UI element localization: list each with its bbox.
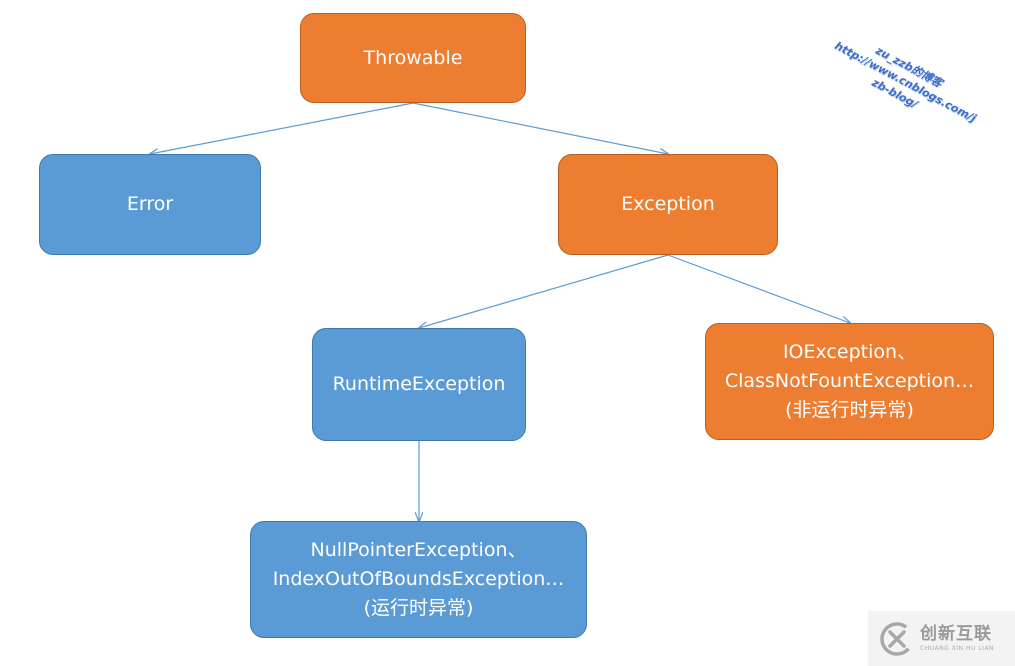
node-runtime-examples-line-3: (运行时异常) (363, 597, 474, 619)
edge-exception-runtime (419, 254, 669, 328)
node-exception-label: Exception (621, 193, 715, 215)
node-runtime-examples: NullPointerException、 IndexOutOfBoundsEx… (250, 521, 587, 638)
logo-mark-icon (880, 621, 914, 656)
edge-throwable-exception (412, 102, 668, 154)
site-logo: 创新互联 CHUANG XIN HU LIAN (868, 611, 1015, 666)
node-throwable-label: Throwable (363, 46, 463, 69)
node-checked-line-1: IOException、 (782, 341, 917, 363)
node-checked-line-3: (非运行时异常) (785, 399, 914, 421)
node-runtime-exception: RuntimeException (312, 328, 526, 441)
edge-exception-checked (667, 254, 850, 323)
node-error: Error (39, 154, 261, 255)
logo-name: 创新互联 (920, 624, 992, 644)
node-exception: Exception (558, 154, 778, 255)
node-runtime-exception-label: RuntimeException (332, 373, 506, 395)
logo-text: 创新互联 CHUANG XIN HU LIAN (920, 624, 994, 653)
node-throwable: Throwable (300, 13, 526, 103)
node-checked-exceptions: IOException、 ClassNotFountException… (非运… (705, 323, 994, 440)
node-runtime-examples-line-1: NullPointerException、 (310, 539, 527, 561)
edge-throwable-error (150, 102, 414, 154)
node-error-label: Error (126, 193, 174, 215)
node-runtime-examples-line-2: IndexOutOfBoundsException… (272, 568, 565, 590)
node-checked-line-2: ClassNotFountException… (724, 370, 975, 392)
logo-subtitle: CHUANG XIN HU LIAN (920, 645, 995, 652)
